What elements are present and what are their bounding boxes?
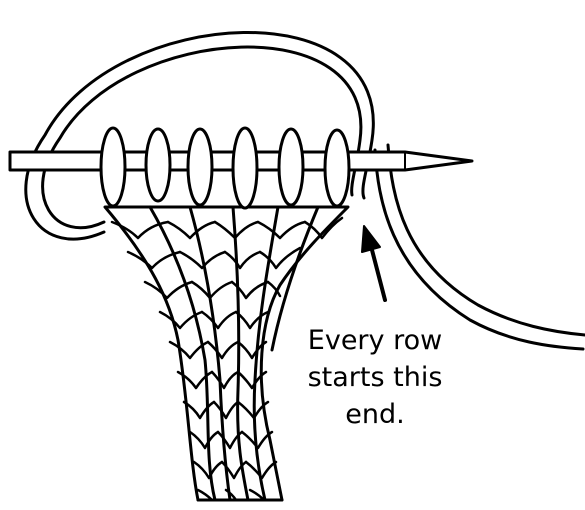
arrow-icon [362,226,385,300]
stitch-loop [101,128,125,206]
annotation-line-3: end. [300,396,450,433]
stitch-loop [279,129,303,205]
stitch-loop [188,129,212,205]
annotation-line-2: starts this [300,359,450,396]
stitch-loop [146,129,170,201]
annotation-line-1: Every row [300,322,450,359]
annotation-text: Every row starts this end. [300,322,450,433]
stitch-loop [233,128,257,208]
stitch-loop [325,130,349,206]
